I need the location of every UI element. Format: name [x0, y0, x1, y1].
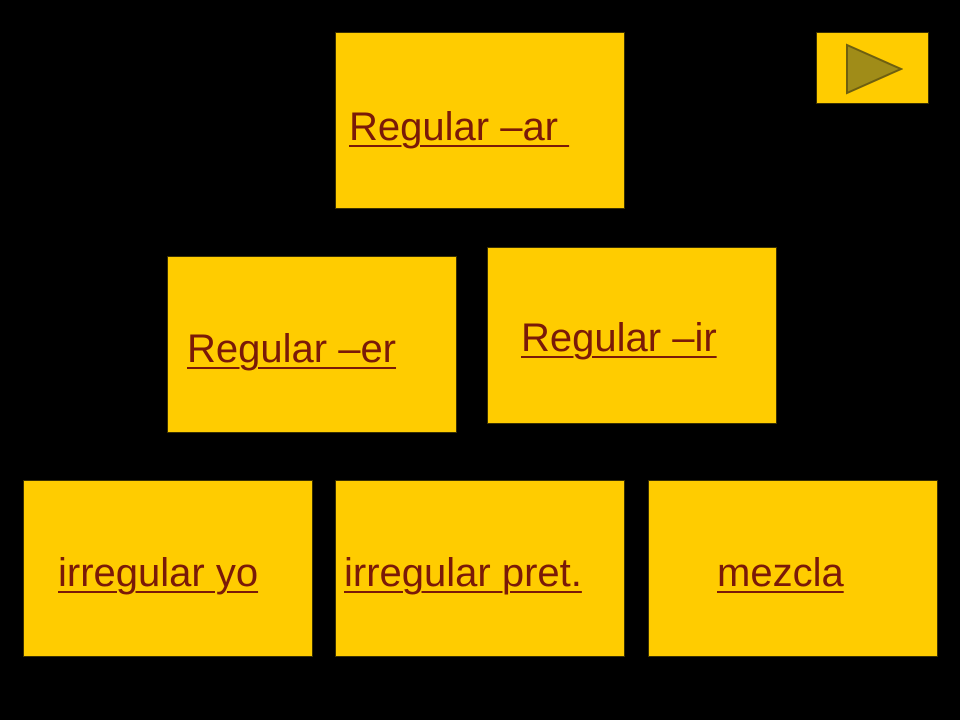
regular-er-tile[interactable]: Regular –er	[167, 256, 457, 433]
regular-ar-tile[interactable]: Regular –ar	[335, 32, 625, 209]
mezcla-tile[interactable]: mezcla	[648, 480, 938, 657]
play-triangle-icon	[846, 43, 903, 95]
irregular-pret-tile[interactable]: irregular pret.	[335, 480, 625, 657]
next-slide-button[interactable]	[816, 32, 929, 104]
irregular-pret-link[interactable]: irregular pret.	[344, 551, 582, 595]
regular-ir-link[interactable]: Regular –ir	[521, 316, 717, 360]
regular-ir-tile[interactable]: Regular –ir	[487, 247, 777, 424]
regular-ar-link[interactable]: Regular –ar	[349, 105, 570, 149]
irregular-yo-tile[interactable]: irregular yo	[23, 480, 313, 657]
mezcla-link[interactable]: mezcla	[717, 551, 844, 595]
regular-er-link[interactable]: Regular –er	[187, 327, 397, 371]
irregular-yo-link[interactable]: irregular yo	[58, 551, 259, 595]
